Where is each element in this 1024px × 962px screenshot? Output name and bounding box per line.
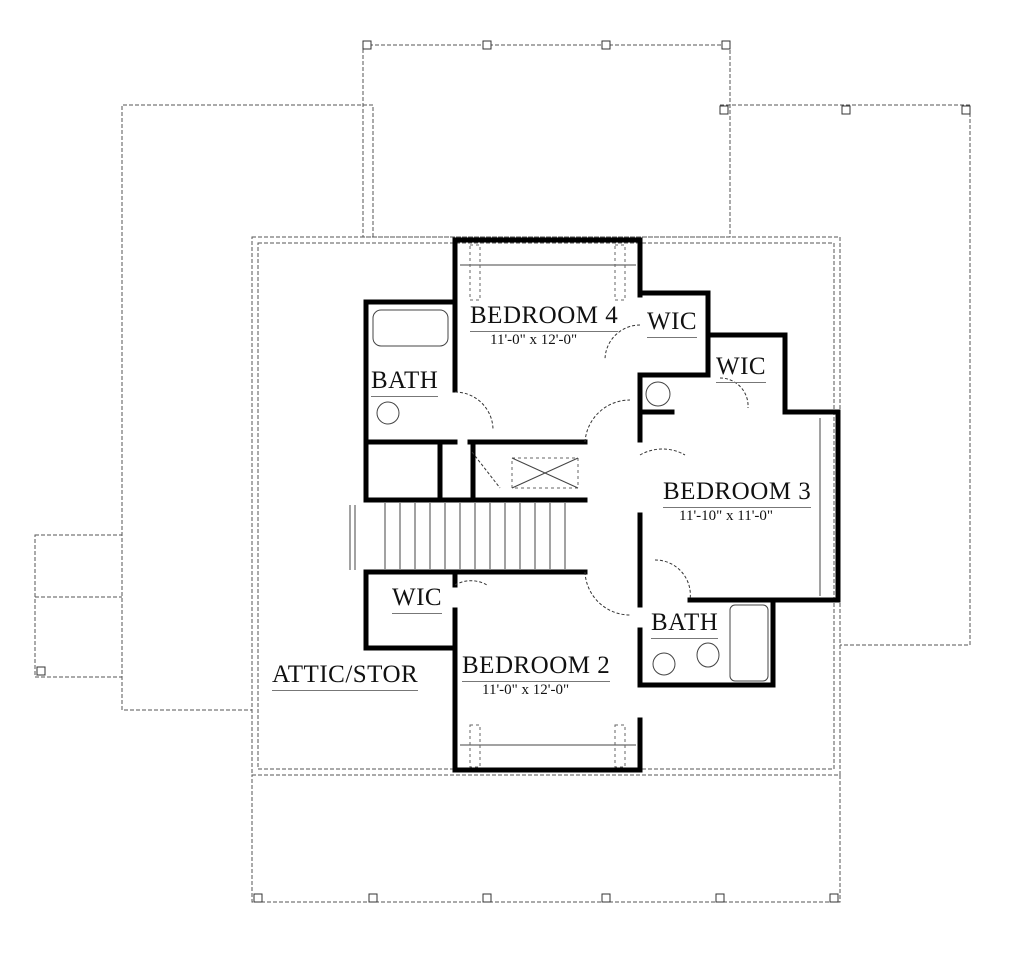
- roof-outlines: [34, 44, 971, 903]
- bedroom-3-label: BEDROOM 3 11'-10" x 11'-0": [663, 478, 812, 525]
- wic-2-label: WIC: [716, 353, 767, 383]
- bath-upper-label: BATH: [371, 367, 439, 397]
- room-name: BEDROOM 3: [663, 478, 812, 508]
- room-name: BEDROOM 4: [470, 302, 619, 332]
- bedroom-4-label: BEDROOM 4 11'-0" x 12'-0": [470, 302, 619, 349]
- wic-3-label: WIC: [392, 584, 443, 614]
- walls: [363, 237, 841, 773]
- room-size: 11'-0" x 12'-0": [482, 682, 570, 698]
- wic-1-label: WIC: [647, 308, 698, 338]
- bedroom-2-label: BEDROOM 2 11'-0" x 12'-0": [462, 652, 611, 699]
- windows-and-details: [349, 244, 821, 768]
- room-name: BEDROOM 2: [462, 652, 611, 682]
- room-size: 11'-0" x 12'-0": [490, 332, 578, 348]
- room-size: 11'-10" x 11'-0": [679, 508, 774, 524]
- stair-treads: [384, 503, 566, 569]
- bath-lower-label: BATH: [651, 609, 719, 639]
- attic-storage-label: ATTIC/STOR: [272, 661, 419, 691]
- posts: [36, 40, 971, 903]
